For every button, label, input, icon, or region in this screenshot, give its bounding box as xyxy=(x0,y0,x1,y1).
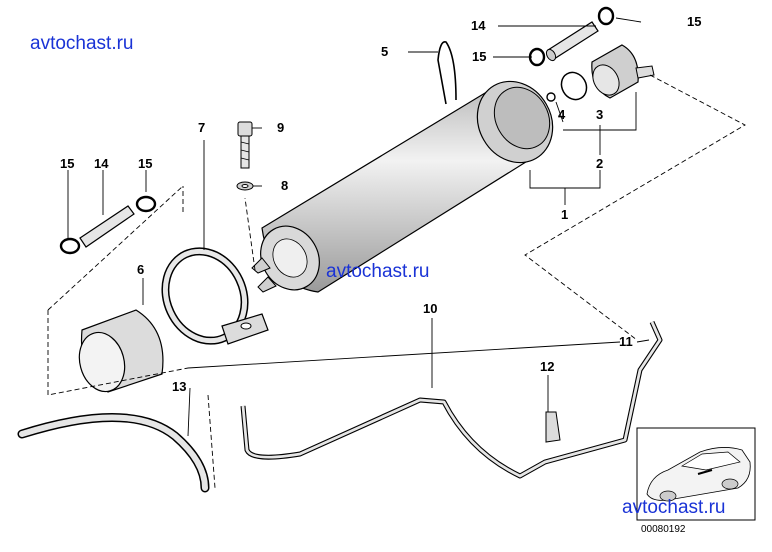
dashed-reference-lines xyxy=(47,74,746,489)
part-label-10: 10 xyxy=(423,301,438,316)
o-ring xyxy=(560,71,588,101)
hose-clamp-top-right xyxy=(597,6,615,26)
part-label-14-left: 14 xyxy=(94,156,109,171)
part-label-12: 12 xyxy=(540,359,555,374)
hose-piece-left xyxy=(79,205,135,248)
part-label-7: 7 xyxy=(198,120,206,135)
hose-piece-top xyxy=(545,21,599,62)
bolt xyxy=(237,121,253,169)
part-label-15-left-a: 15 xyxy=(60,156,75,171)
hose-clamp-left-a xyxy=(59,237,81,255)
washer-nut xyxy=(236,181,254,191)
hose-clamp-top-mid xyxy=(528,47,546,67)
spring-clip xyxy=(437,41,457,105)
part-label-2: 2 xyxy=(596,156,604,171)
part-label-6: 6 xyxy=(137,262,145,277)
part-label-15-top-right: 15 xyxy=(687,14,702,29)
filter-holder-bracket xyxy=(161,247,269,345)
part-label-15-top-mid: 15 xyxy=(472,49,487,64)
part-label-13: 13 xyxy=(172,379,187,394)
watermark-center: avtochast.ru xyxy=(326,261,430,282)
watermark-bottom-right: avtochast.ru xyxy=(622,497,726,518)
part-label-14-top: 14 xyxy=(471,18,486,33)
part-label-8: 8 xyxy=(281,178,289,193)
leader-lines xyxy=(67,17,650,437)
rubber-sleeve xyxy=(78,309,164,393)
part-label-5: 5 xyxy=(381,44,389,59)
diagram-code: 00080192 xyxy=(641,524,686,535)
part-label-4: 4 xyxy=(558,107,566,122)
hose-clamp-left-b xyxy=(135,195,157,213)
fuel-filter-body xyxy=(251,80,554,293)
vehicle-thumbnail xyxy=(636,427,756,521)
watermark-top-left: avtochast.ru xyxy=(30,33,134,54)
part-label-15-left-b: 15 xyxy=(138,156,153,171)
part-label-11: 11 xyxy=(619,334,633,349)
small-seal-ring xyxy=(546,92,556,102)
pressure-regulator xyxy=(591,44,655,99)
part-label-3: 3 xyxy=(596,107,604,122)
part-label-1: 1 xyxy=(561,207,569,222)
part-label-9: 9 xyxy=(277,120,285,135)
pipe-clip xyxy=(545,411,561,443)
